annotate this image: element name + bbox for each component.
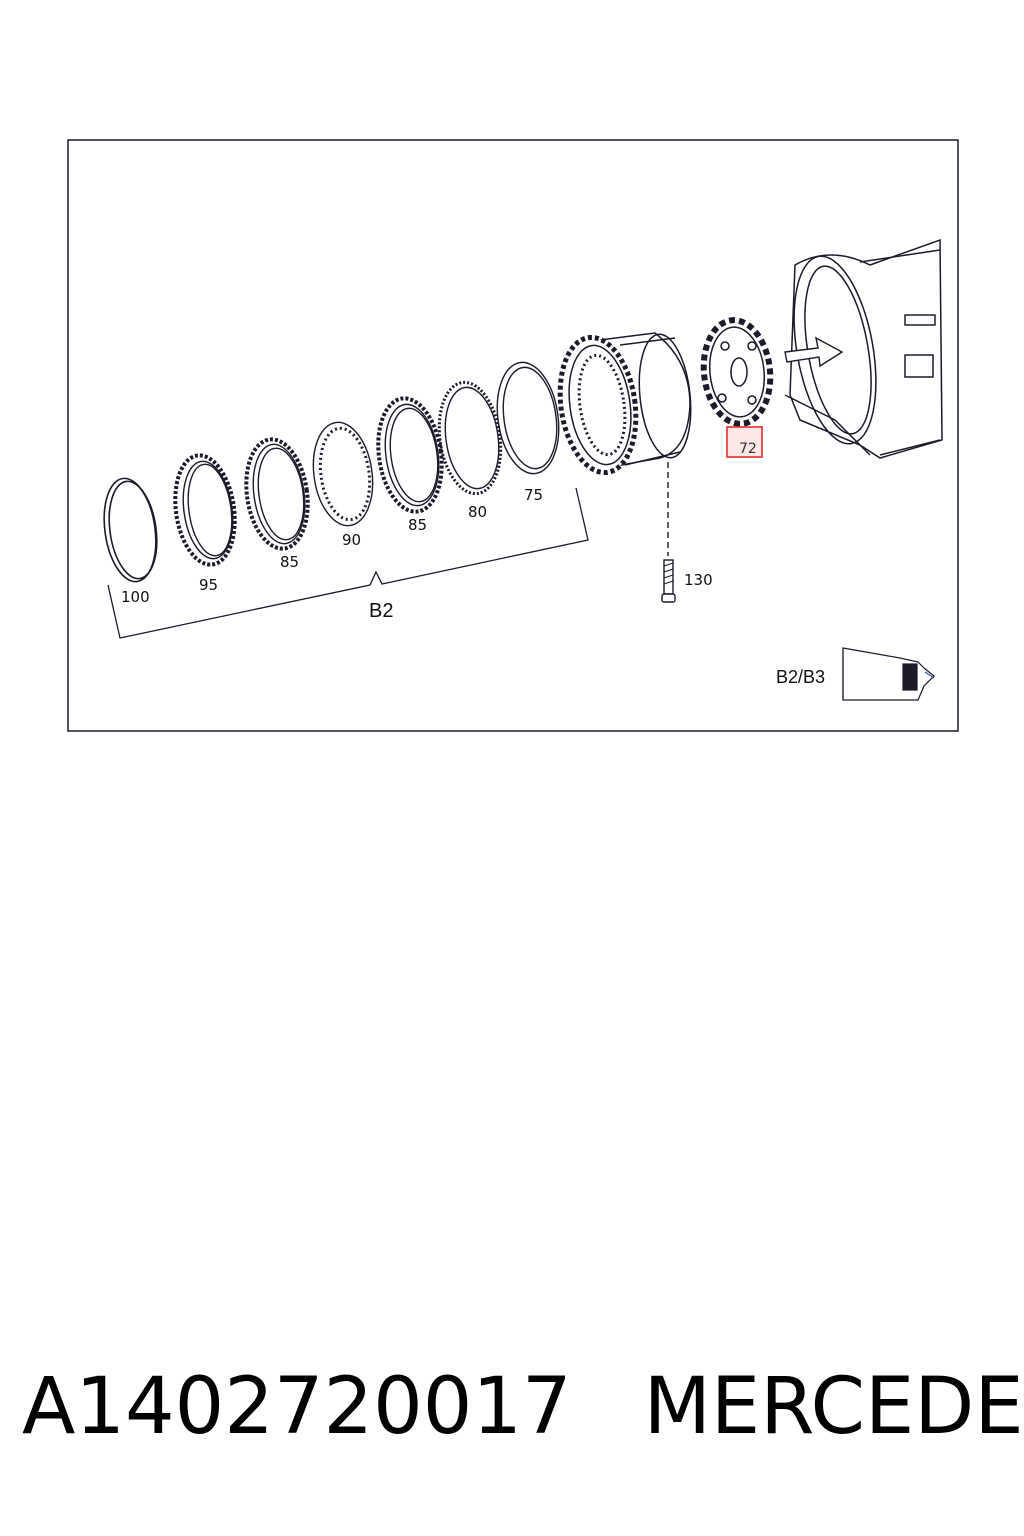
clutch-drum	[557, 332, 692, 476]
callout-130: 130	[684, 571, 713, 589]
callout-90: 90	[342, 531, 361, 549]
location-label: B2/B3	[776, 667, 825, 687]
clutch-disc-85-left	[244, 437, 310, 551]
callout-72: 72	[739, 441, 757, 457]
diagram-frame	[67, 139, 959, 732]
callout-75: 75	[524, 486, 543, 504]
snap-ring-100	[103, 477, 158, 583]
part-number: A1402720017	[22, 1362, 572, 1452]
group-label-b2: B2	[369, 600, 393, 622]
callout-100: 100	[121, 588, 150, 606]
location-thumbnail	[842, 647, 935, 701]
callout-85-right: 85	[408, 516, 427, 534]
clutch-plate-90	[312, 421, 374, 527]
assembly-arrow	[784, 336, 844, 368]
sprocket-72	[700, 317, 774, 427]
clutch-plate-80	[437, 380, 503, 496]
callout-85-left: 85	[280, 553, 299, 571]
pressure-plate-75	[496, 361, 560, 475]
clutch-disc-85-right	[376, 396, 444, 514]
exploded-parts-diagram: 100 95 85 90 85 80 75 130 72 B2 B2/B3	[67, 139, 959, 732]
callout-95: 95	[199, 576, 218, 594]
callout-80: 80	[468, 503, 487, 521]
part-caption: A1402720017 MERCEDES	[22, 1362, 1024, 1452]
brand-name: MERCEDES	[643, 1362, 1024, 1452]
bolt-130	[661, 462, 676, 603]
clutch-plate-95	[173, 453, 237, 567]
highlight-box-72	[726, 426, 763, 458]
transmission-housing	[784, 238, 943, 459]
group-bracket-b2	[107, 487, 589, 639]
